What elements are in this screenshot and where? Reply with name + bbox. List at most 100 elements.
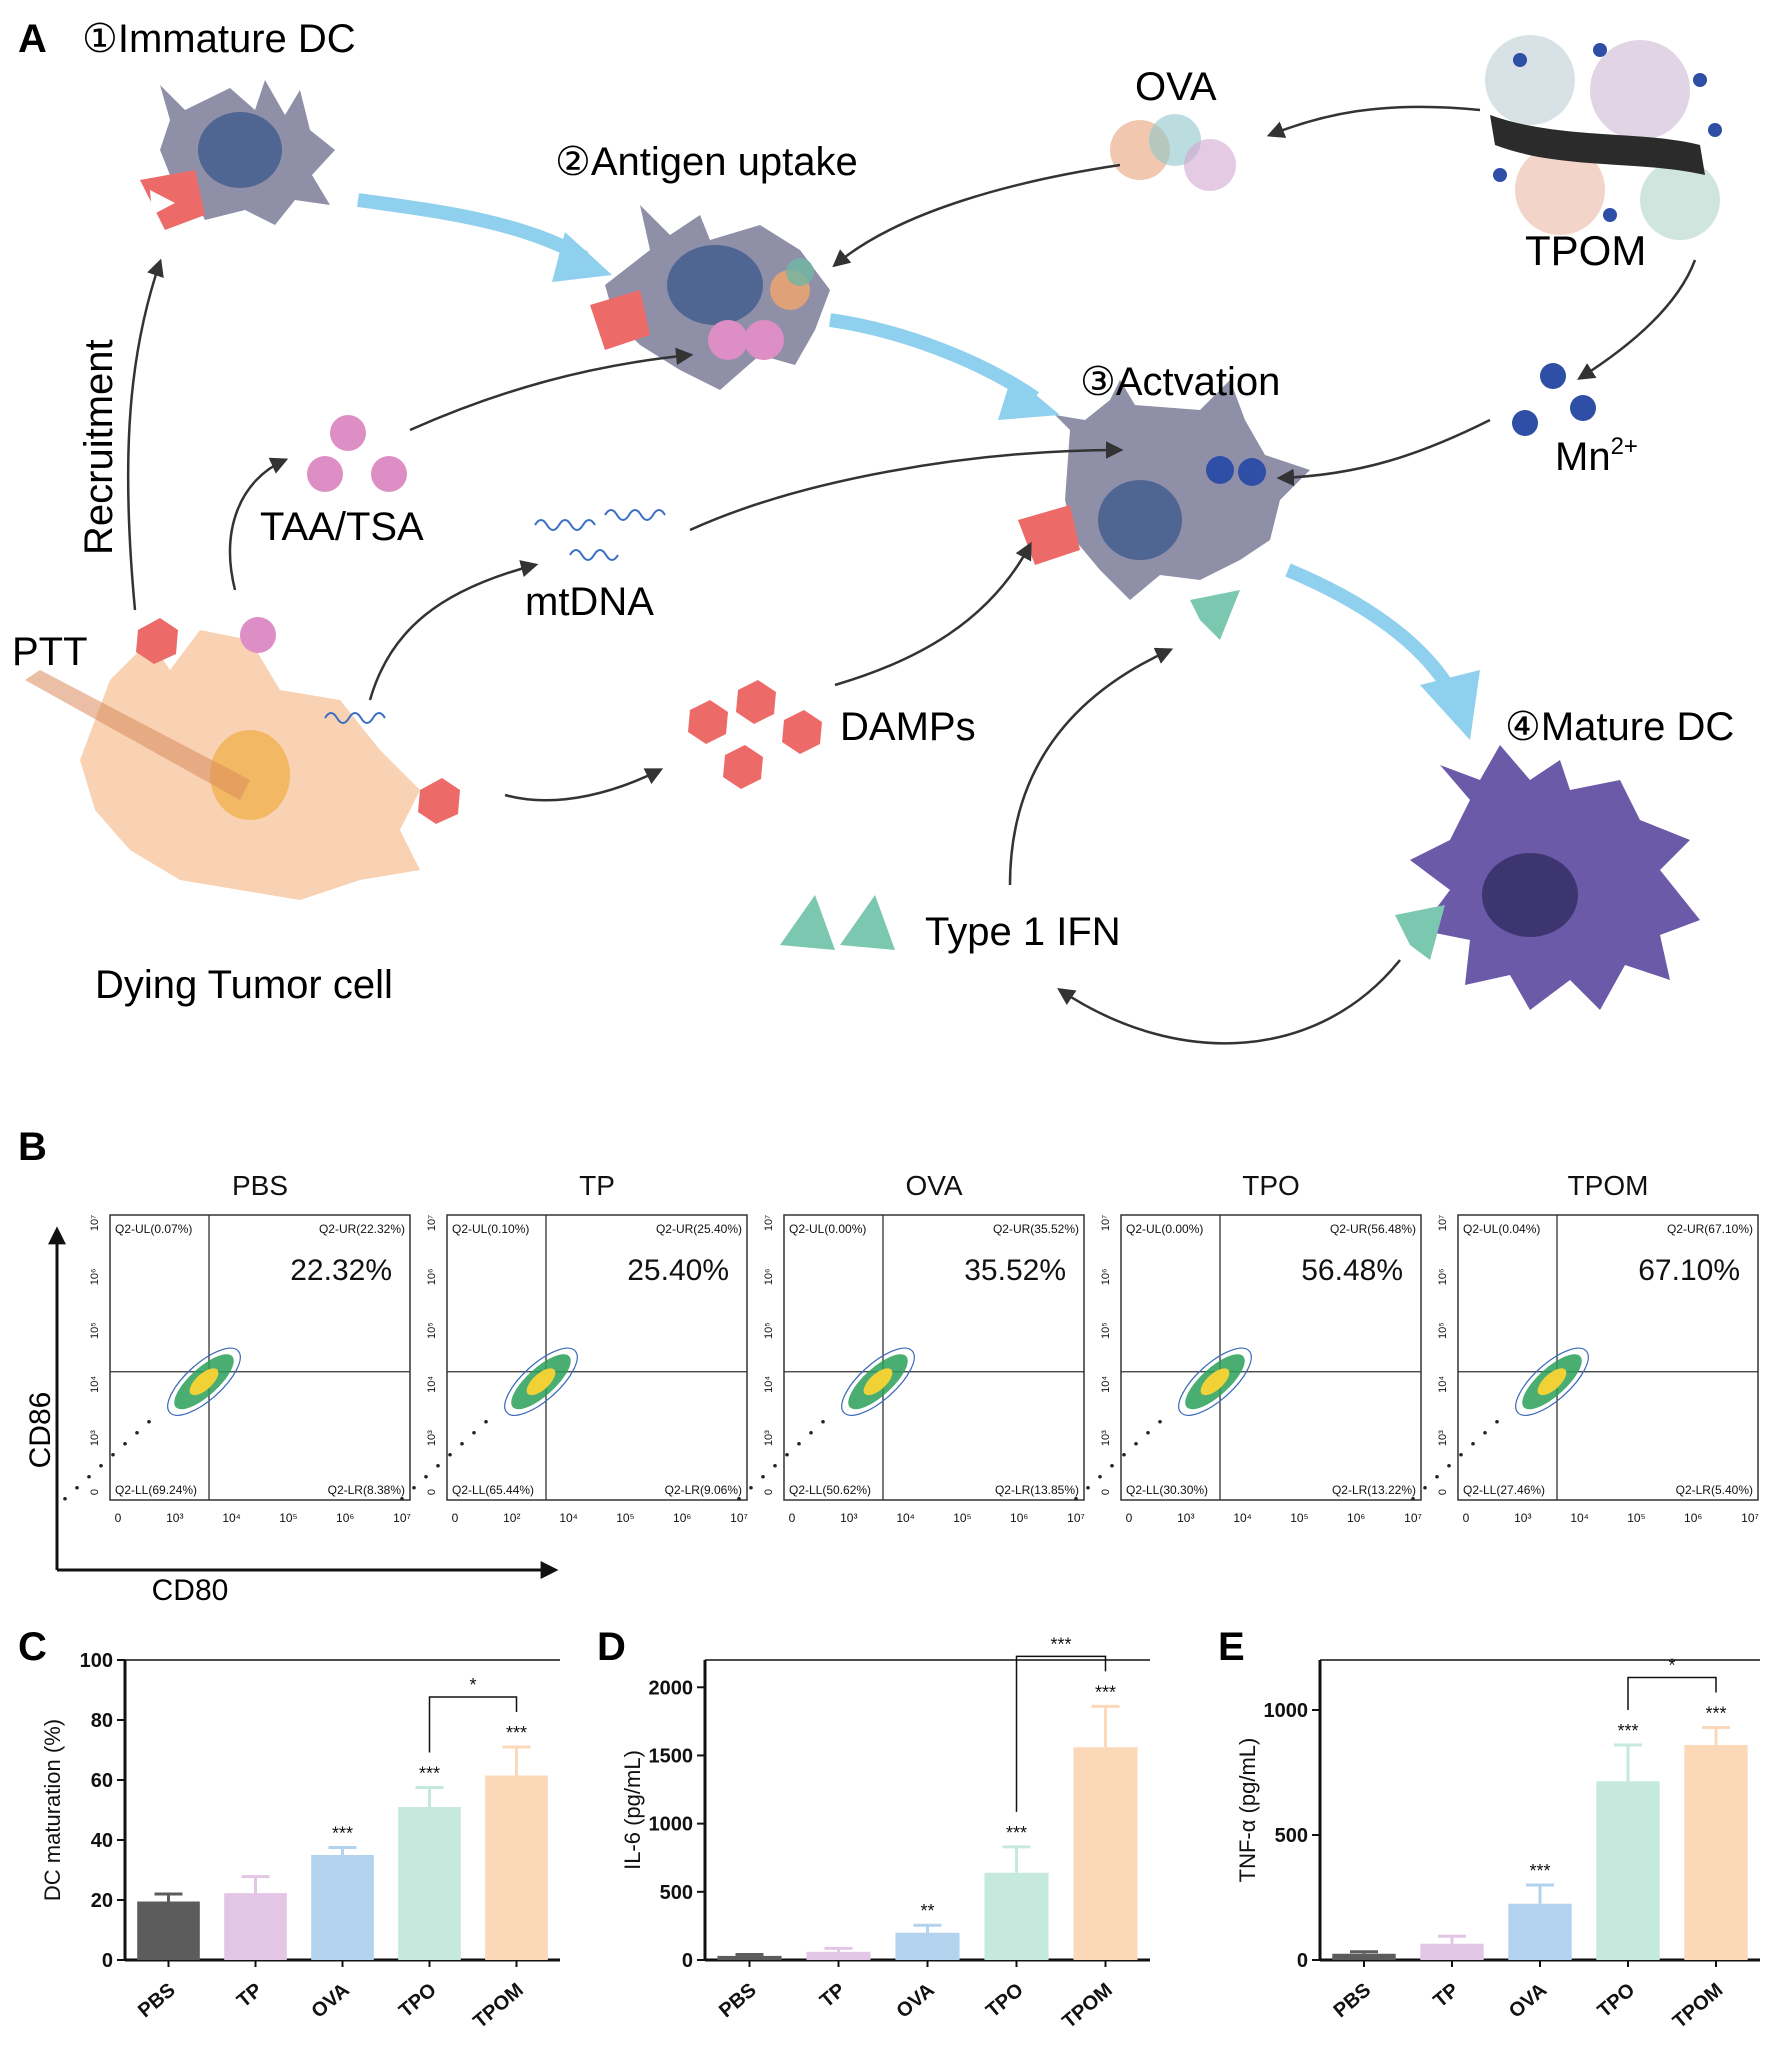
scatter-dot [87, 1474, 91, 1479]
scatter-dot [436, 1463, 440, 1468]
x-tick-label: OVA [308, 1979, 354, 2023]
y-tick-label: 1500 [649, 1745, 694, 1767]
y-tick-label: 10⁷ [1437, 1215, 1449, 1231]
y-tick-label: 10³ [89, 1430, 101, 1446]
y-tick-label: 0 [1297, 1950, 1308, 1972]
bracket-label: * [1668, 1656, 1675, 1676]
bar-ova [1508, 1903, 1572, 1960]
quadrant-ur-percent: 35.52% [964, 1254, 1066, 1287]
flow-plot-tp: TPQ2-UL(0.10%)Q2-UR(25.40%)Q2-LL(65.44%)… [400, 1170, 748, 1525]
y-tick-label: 10⁵ [89, 1322, 101, 1339]
y-tick-label: 10⁷ [763, 1215, 775, 1231]
panel-label-a: A [18, 17, 47, 61]
bar-tp [1420, 1943, 1484, 1960]
flow-arrowhead-1 [552, 232, 612, 282]
quadrant-ur-percent: 22.32% [290, 1254, 392, 1287]
scatter-dot [749, 1485, 753, 1490]
bar-tpom [1684, 1745, 1748, 1960]
arrow-ova-to-uptake [832, 163, 1121, 268]
quadrant-ur: Q2-UR(25.40%) [656, 1222, 742, 1236]
scatter-dot [484, 1419, 488, 1424]
bar-pbs [137, 1901, 200, 1960]
scatter-dot [123, 1441, 127, 1446]
x-tick-label: 0 [789, 1511, 796, 1525]
arrow-to-damps [504, 768, 664, 802]
bar-tp [224, 1893, 287, 1960]
dying-tumor-label: Dying Tumor cell [95, 963, 393, 1007]
y-tick-label: 10⁵ [1100, 1322, 1112, 1339]
quadrant-ll: Q2-LL(69.24%) [115, 1483, 197, 1497]
quadrant-ur: Q2-UR(56.48%) [1330, 1222, 1416, 1236]
bar-tpom [1073, 1747, 1138, 1960]
panel-label-e: E [1218, 1625, 1245, 1669]
x-tick-label: TPOM [1669, 1979, 1727, 2033]
flow-plot-frame [783, 1214, 1085, 1501]
scatter-dot [1110, 1463, 1114, 1468]
x-tick-label: 10⁵ [279, 1511, 297, 1525]
y-tick-label: 10⁴ [1437, 1376, 1449, 1393]
x-tick-label: 10³ [1177, 1511, 1194, 1525]
arrow-mn-to-activation [1276, 418, 1491, 487]
bar-ova [895, 1932, 960, 1960]
density-outline [1515, 1347, 1589, 1416]
x-tick-label: OVA [1505, 1979, 1551, 2023]
x-tick-label: 10² [503, 1511, 520, 1525]
y-tick-label: 40 [91, 1830, 113, 1852]
flow-plot-ova: OVAQ2-UL(0.00%)Q2-UR(35.52%)Q2-LL(50.62%… [737, 1170, 1085, 1525]
tpom-label: TPOM [1525, 227, 1646, 274]
x-tick-label: 10⁷ [1741, 1511, 1759, 1525]
y-tick-label: 80 [91, 1710, 113, 1732]
y-tick-label: 10⁴ [1100, 1376, 1112, 1393]
panel-a: A ①Immature DC ②Antigen uptake [12, 17, 1734, 1045]
arrow-damps-to-activation [834, 541, 1032, 687]
flow-plots: PBSQ2-UL(0.07%)Q2-UR(22.32%)Q2-LL(69.24%… [63, 1170, 1759, 1525]
y-tick-label: 10⁶ [1437, 1268, 1449, 1285]
mtdna-label: mtDNA [525, 580, 654, 624]
x-tick-label: 10⁶ [1684, 1511, 1702, 1525]
significance-mark: *** [1006, 1823, 1027, 1843]
flow-plot-title: PBS [232, 1170, 288, 1201]
cd86-label: CD86 [24, 1392, 57, 1469]
panel-label-d: D [597, 1625, 626, 1669]
y-tick-label: 100 [80, 1650, 113, 1672]
x-tick-label: PBS [1330, 1979, 1376, 2022]
x-tick-label: 10⁵ [953, 1511, 971, 1525]
activation-dc-cell [1018, 380, 1310, 640]
scatter-dot [1471, 1441, 1475, 1446]
bracket-label: * [469, 1675, 476, 1695]
density-outline [841, 1347, 915, 1416]
mature-dc-label: ④Mature DC [1505, 705, 1734, 749]
thin-arrows [126, 105, 1697, 1045]
y-tick-label: 0 [89, 1489, 101, 1495]
ova-label: OVA [1135, 65, 1217, 109]
y-tick-label: 10⁴ [89, 1376, 101, 1393]
scatter-dot [147, 1419, 151, 1424]
x-tick-label: 10⁶ [673, 1511, 691, 1525]
scatter-dot [797, 1441, 801, 1446]
x-tick-label: 10⁶ [1347, 1511, 1365, 1525]
immature-dc-label: ①Immature DC [82, 17, 356, 61]
y-tick-label: 0 [426, 1489, 438, 1495]
scatter-dot [1435, 1474, 1439, 1479]
quadrant-ll: Q2-LL(50.62%) [789, 1483, 871, 1497]
y-tick-label: 10⁷ [89, 1215, 101, 1231]
x-tick-label: 10³ [1514, 1511, 1531, 1525]
x-tick-label: TPO [982, 1979, 1028, 2022]
scatter-dot [1146, 1430, 1150, 1435]
flow-plot-tpom: TPOMQ2-UL(0.04%)Q2-UR(67.10%)Q2-LL(27.46… [1411, 1170, 1759, 1525]
density-outline [504, 1347, 578, 1416]
damps-icon [688, 680, 822, 789]
density-core [189, 1368, 219, 1396]
significance-mark: *** [1529, 1861, 1550, 1881]
flow-plot-frame [1120, 1214, 1422, 1501]
immature-dc-cell [140, 80, 335, 230]
significance-bracket [1627, 1676, 1717, 1710]
significance-mark: ** [920, 1901, 934, 1921]
quadrant-lr: Q2-LR(8.38%) [328, 1483, 405, 1497]
arrow-tpom-to-mn [1577, 259, 1697, 380]
antigen-uptake-dc-cell [590, 205, 830, 390]
